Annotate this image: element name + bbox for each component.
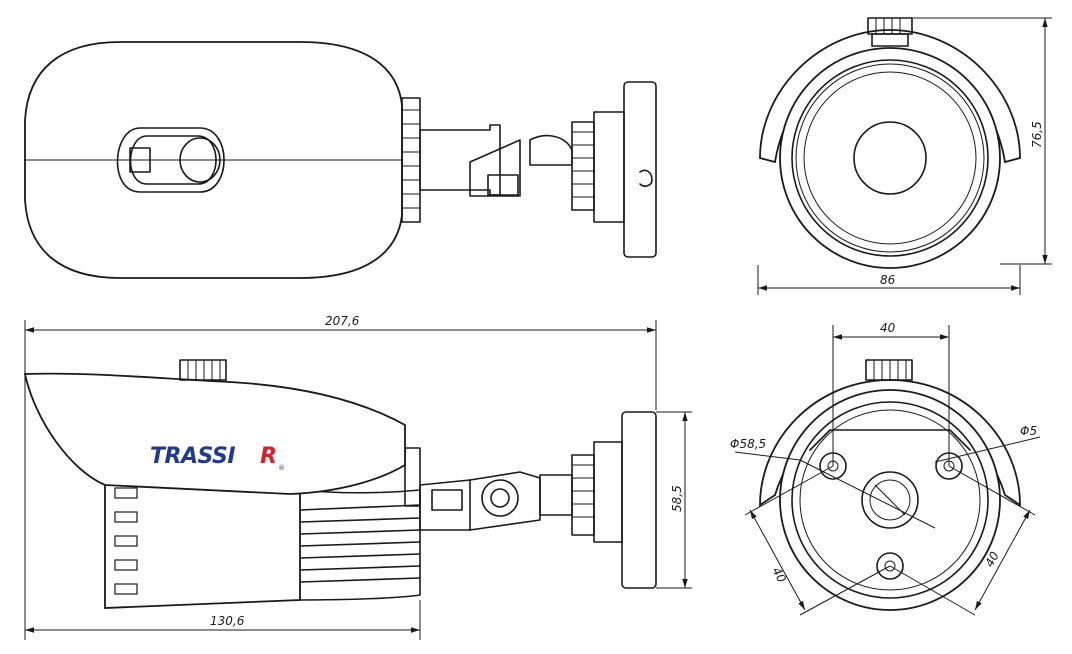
dim-base-spacing-right: 40 <box>982 549 1002 569</box>
top-bracket <box>419 81 657 258</box>
top-screw-slot <box>116 127 225 193</box>
side-top-screw <box>179 359 227 381</box>
dim-overall-length: 207,6 <box>325 314 360 328</box>
bottom-cable-hole <box>861 471 919 529</box>
dim-base-spacing-left: 40 <box>769 565 789 585</box>
dim-base-circle-diameter: Φ58,5 <box>730 437 766 451</box>
side-sunshield <box>23 372 406 495</box>
logo-trademark: ® <box>278 464 285 472</box>
dim-body-length: 130,6 <box>210 614 245 628</box>
side-fins <box>114 447 421 601</box>
front-view <box>757 17 1052 295</box>
dim-base-spacing-top: 40 <box>880 321 896 335</box>
dim-front-width: 86 <box>880 273 896 287</box>
side-view: TRASSI R ® <box>23 320 692 640</box>
bottom-view <box>734 325 1041 616</box>
top-view <box>24 41 657 279</box>
dim-hole-diameter: Φ5 <box>1020 424 1037 438</box>
dim-front-height: 76,5 <box>1030 121 1044 148</box>
front-lens <box>853 121 927 195</box>
front-screw <box>867 17 913 47</box>
top-rear-ring <box>401 97 421 223</box>
dim-bracket-height: 58,5 <box>670 485 684 512</box>
front-housing <box>779 47 1001 269</box>
logo-text-accent: R <box>260 444 276 469</box>
bottom-screw <box>865 359 913 381</box>
side-bracket <box>419 411 657 589</box>
logo-text-main: TRASSI <box>150 444 235 469</box>
trassir-logo: TRASSI R ® <box>150 444 285 472</box>
